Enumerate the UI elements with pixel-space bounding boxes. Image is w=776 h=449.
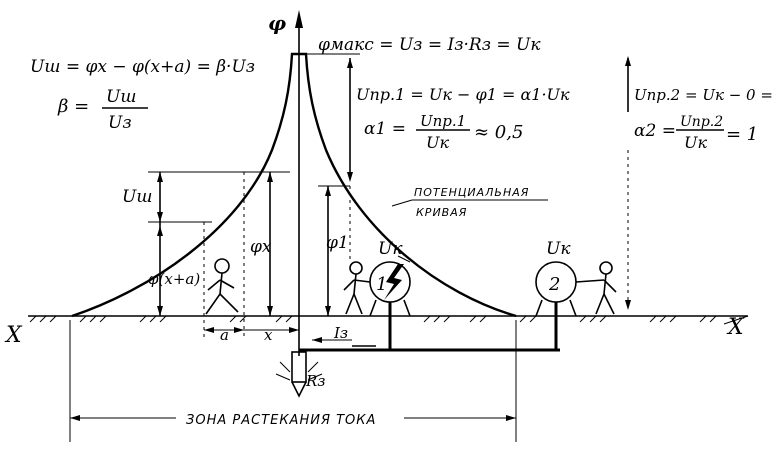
person-touching-icon bbox=[343, 261, 371, 315]
equipment-1-label: 1 bbox=[376, 274, 387, 295]
touch-voltage2-formula: Uпр.2 = Uк − 0 = Uк bbox=[634, 86, 776, 104]
alpha1-label: α1 = bbox=[364, 119, 406, 139]
phi-axis-label: φ bbox=[268, 11, 286, 35]
alpha1-value: ≈ 0,5 bbox=[474, 122, 523, 143]
ground-line bbox=[28, 315, 748, 323]
phi-max-formula: φмакс = Uз = Iз·Rз = Uк bbox=[318, 35, 541, 55]
current-iz-label: Iз bbox=[333, 324, 348, 342]
zone-dimension bbox=[69, 320, 517, 442]
phi-x-label: φх bbox=[250, 237, 272, 257]
x-axis-arrow-line bbox=[723, 315, 749, 325]
person-touching-icon bbox=[575, 261, 617, 315]
phi1-label: φ1 bbox=[326, 233, 349, 253]
x-axis-right-label: X bbox=[726, 315, 745, 340]
uk2-label: Uк bbox=[546, 239, 571, 259]
walking-person-icon bbox=[205, 258, 239, 315]
step-voltage-label: Uш bbox=[122, 187, 152, 207]
uk1-leader bbox=[397, 255, 411, 263]
resistance-rz-label: Rз bbox=[305, 372, 325, 390]
step-dimensions bbox=[148, 171, 299, 340]
equipment-2-label: 2 bbox=[548, 274, 560, 295]
dim-a-label: а bbox=[220, 326, 229, 344]
potential-curve-label-2: КРИВАЯ bbox=[416, 206, 467, 219]
potential-curve-label-1: ПОТЕНЦИАЛЬНАЯ bbox=[414, 186, 529, 199]
step-voltage-formula: Uш = φх − φ(х+а) = β·Uз bbox=[30, 57, 255, 77]
uk1-label: Uк bbox=[378, 239, 403, 259]
dim-x-label: х bbox=[264, 326, 273, 344]
alpha2-numerator: Uпр.2 bbox=[680, 114, 723, 130]
x-axis-left-label: X bbox=[4, 323, 23, 348]
alpha2-value: = 1 bbox=[726, 124, 758, 145]
zone-label: ЗОНА РАСТЕКАНИЯ ТОКА bbox=[186, 413, 376, 428]
phi-xa-label: φ(х+а) bbox=[148, 270, 200, 288]
alpha2-denominator: Uк bbox=[684, 133, 707, 152]
alpha2-label: α2 = bbox=[634, 121, 676, 141]
curve-label-leader bbox=[391, 199, 413, 207]
alpha1-denominator: Uк bbox=[426, 133, 449, 152]
beta-numerator: Uш bbox=[106, 87, 136, 107]
alpha1-numerator: Uпр.1 bbox=[420, 112, 466, 130]
beta-label: β = bbox=[57, 96, 89, 117]
phi-axis bbox=[295, 10, 303, 356]
ground-electrode-icon bbox=[275, 351, 323, 398]
lightning-bolt-icon bbox=[384, 264, 404, 300]
beta-denominator: Uз bbox=[108, 113, 132, 133]
touch-voltage1-formula: Uпр.1 = Uк − φ1 = α1·Uк bbox=[356, 85, 570, 104]
